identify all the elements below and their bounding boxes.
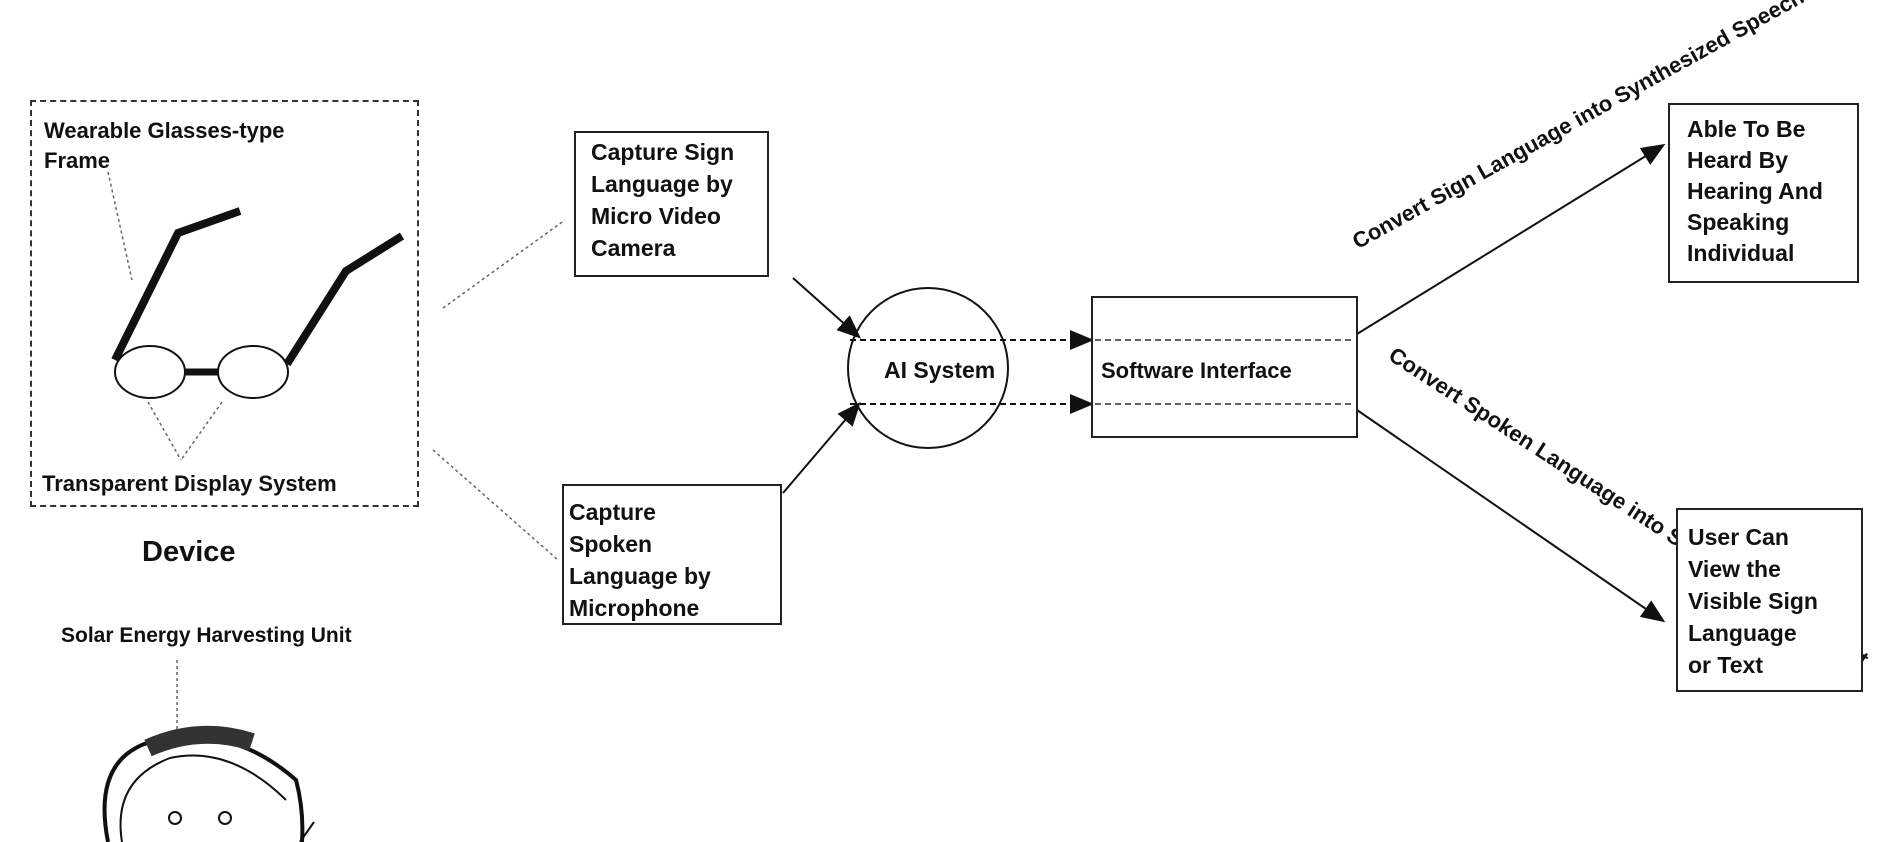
- speech-capture-label: Capture Spoken Language by Microphone: [569, 496, 711, 624]
- ai-system-label: AI System: [884, 354, 995, 386]
- device-caption: Device: [142, 535, 236, 569]
- wearer-head-icon: [105, 735, 314, 842]
- sign-capture-label: Capture Sign Language by Micro Video Cam…: [591, 136, 734, 264]
- view-output-label: User Can View the Visible Sign Language …: [1688, 521, 1818, 681]
- frame-label: Wearable Glasses-type Frame: [44, 116, 285, 176]
- software-interface-dividers: [1091, 296, 1358, 438]
- solar-label: Solar Energy Harvesting Unit: [61, 622, 352, 650]
- display-label: Transparent Display System: [42, 469, 337, 499]
- heard-output-label: Able To Be Heard By Hearing And Speaking…: [1687, 114, 1823, 269]
